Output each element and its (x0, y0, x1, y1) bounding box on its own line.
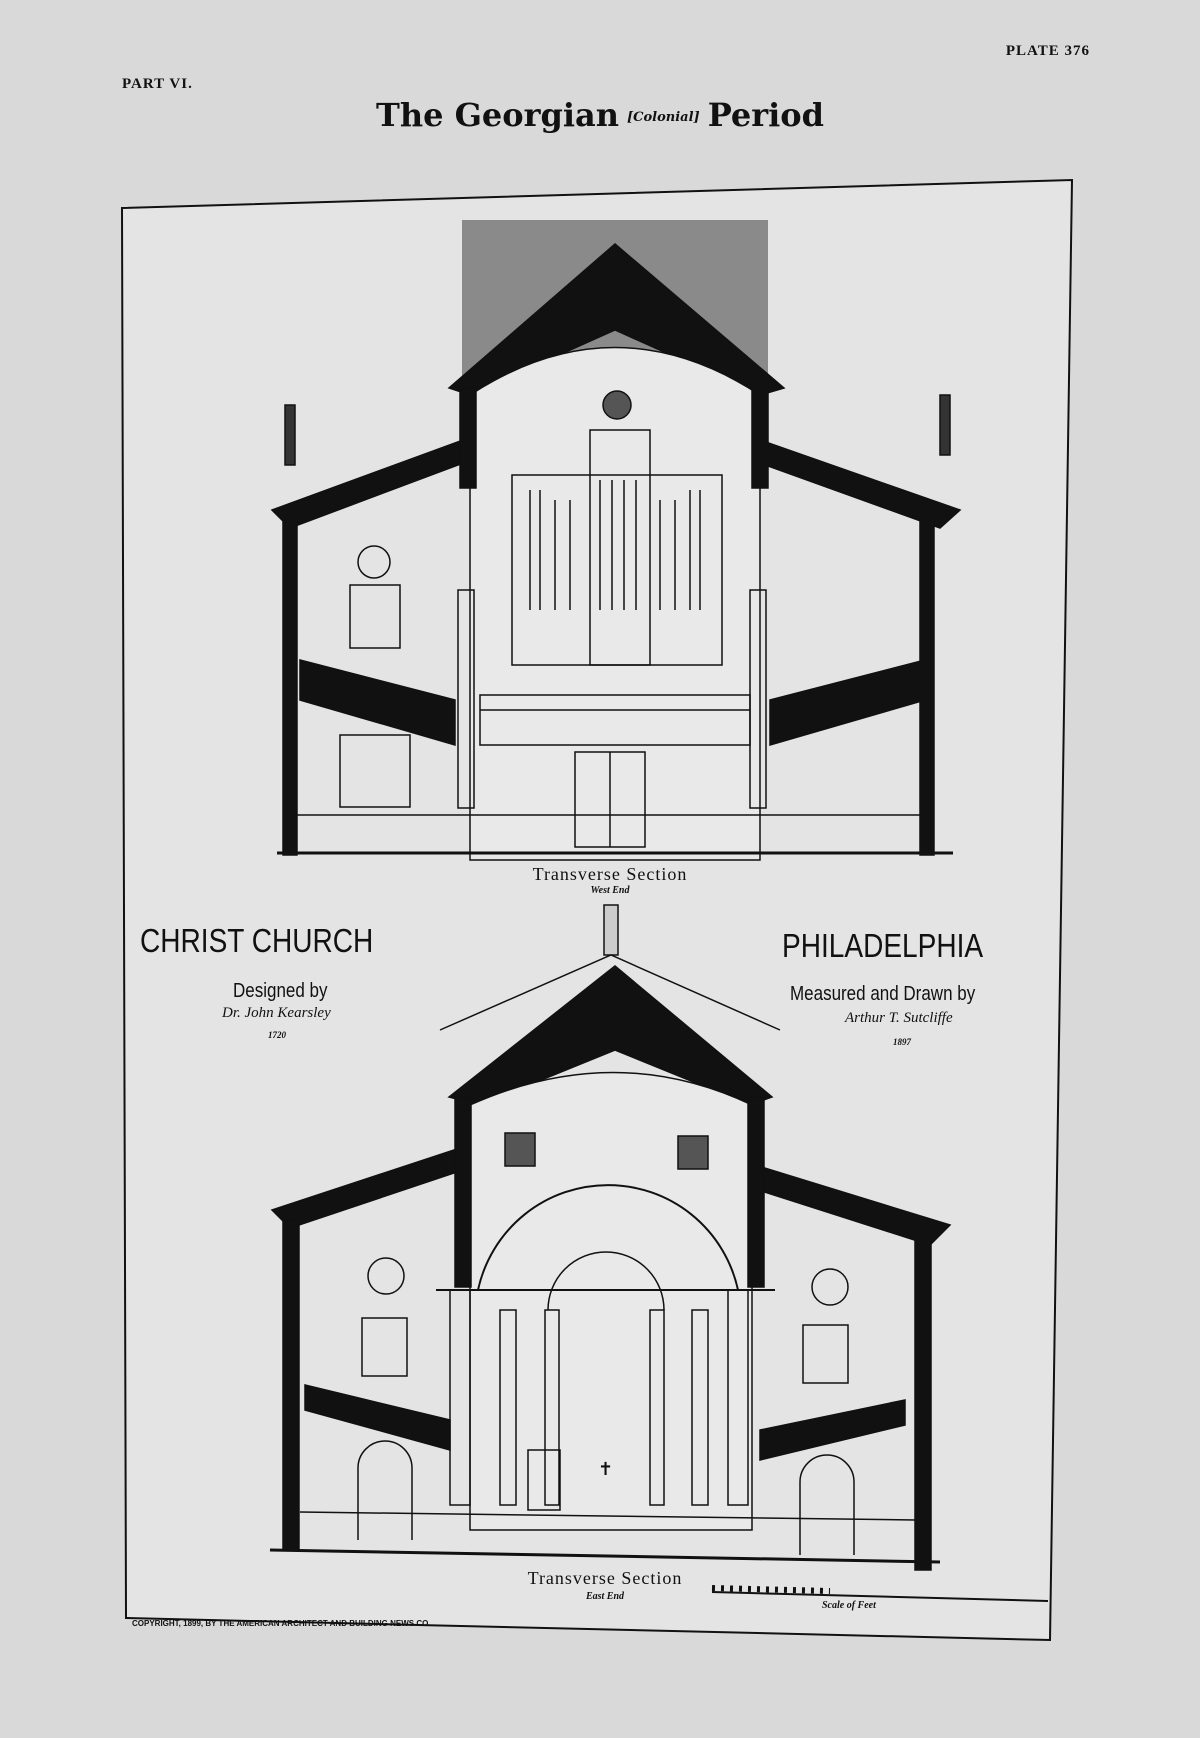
right-gallery (769, 659, 926, 746)
gallery-front (479, 694, 751, 746)
great-arch (477, 1184, 739, 1291)
right-lower-clerestory (747, 1096, 765, 1288)
left-lower-gallery (304, 1384, 451, 1451)
left-arched-door (357, 1440, 413, 1540)
column-4 (649, 1309, 665, 1506)
right-lower-gallery (759, 1399, 906, 1461)
left-column (457, 589, 475, 809)
upper-caption: Transverse Section (532, 864, 688, 884)
city-name: PHILADELPHIA (782, 927, 984, 964)
left-window-lower (339, 734, 411, 808)
copyright-notice: COPYRIGHT, 1899, BY THE AMERICAN ARCHITE… (132, 1619, 431, 1628)
lower-subcaption: East End (585, 1591, 625, 1602)
title-sub: [Colonial] (627, 110, 700, 125)
lower-transverse-section: ✝ (269, 904, 952, 1571)
clerestory-window-left (504, 1132, 536, 1167)
part-label: PART VI. (122, 76, 193, 92)
upper-subcaption: West End (590, 885, 630, 896)
lower-caption: Transverse Section (527, 1568, 683, 1588)
left-gallery (299, 659, 456, 746)
lower-roof-truss (447, 965, 774, 1106)
right-lower-oculus (811, 1268, 849, 1306)
scale-bar (711, 1585, 1049, 1602)
column-5 (691, 1309, 709, 1506)
left-lower-window (361, 1317, 408, 1377)
measured-by-label: Measured and Drawn by (790, 983, 976, 1005)
right-lower-window (802, 1324, 849, 1384)
altar-cross: ✝ (598, 1459, 613, 1479)
pulpit (527, 1449, 561, 1511)
left-lower-oculus (367, 1257, 405, 1295)
steeple-finial (603, 904, 619, 956)
upper-vault (469, 346, 761, 861)
right-arched-door (799, 1454, 855, 1555)
upper-roof-truss (447, 243, 786, 396)
design-year: 1720 (268, 1030, 286, 1040)
organ-pipes (529, 480, 701, 610)
drawn-year: 1897 (893, 1037, 911, 1047)
left-wall (282, 519, 298, 856)
left-lower-clerestory (454, 1096, 472, 1288)
clerestory-window-right (677, 1135, 709, 1170)
left-clerestory-wall (459, 387, 477, 489)
title-main-2: Period (707, 96, 824, 134)
inner-arch (547, 1251, 665, 1311)
upper-transverse-section (270, 220, 962, 861)
left-lower-wall (282, 1219, 300, 1551)
right-urn (939, 394, 951, 456)
title-main-1: The Georgian (376, 96, 619, 134)
left-window-upper (349, 584, 401, 649)
left-urn (284, 404, 296, 466)
organ-crest (602, 390, 632, 420)
designed-by-label: Designed by (233, 980, 328, 1002)
pediment (439, 954, 781, 1031)
right-clerestory-wall (751, 387, 769, 489)
church-name: CHRIST CHURCH (140, 922, 374, 959)
right-lower-wall (914, 1239, 932, 1571)
column-2 (499, 1309, 517, 1506)
plate-number: PLATE 376 (1005, 43, 1090, 59)
page-title: The Georgian [Colonial] Period (0, 96, 1200, 134)
plate-frame (120, 178, 1074, 1642)
left-oculus (357, 545, 391, 579)
drafter-name: Arthur T. Sutcliffe (845, 1010, 953, 1026)
scale-label: Scale of Feet (822, 1600, 876, 1611)
column-3 (544, 1309, 560, 1506)
designer-name: Dr. John Kearsley (222, 1005, 331, 1021)
